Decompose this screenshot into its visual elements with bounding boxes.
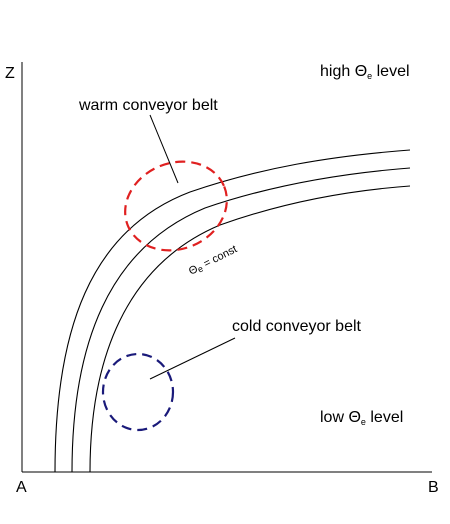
origin-label-a: A bbox=[16, 479, 27, 496]
theta-e-const-label: Θe = const bbox=[187, 243, 240, 278]
cold-conveyor-belt-pointer bbox=[149, 337, 236, 380]
low-theta-e-level-label: low Θe level bbox=[320, 409, 403, 427]
high-theta-e-level-label: high Θe level bbox=[320, 63, 410, 81]
z-axis-label: Z bbox=[5, 65, 15, 82]
warm-conveyor-belt-pointer bbox=[149, 114, 179, 184]
x-end-label-b: B bbox=[428, 479, 439, 496]
isentrope-upper bbox=[54, 149, 411, 473]
cold-conveyor-belt-circle bbox=[101, 352, 175, 432]
isentrope-middle bbox=[71, 167, 411, 473]
cold-conveyor-belt-label: cold conveyor belt bbox=[232, 318, 362, 335]
warm-conveyor-belt-circle bbox=[124, 160, 228, 252]
warm-conveyor-belt-label: warm conveyor belt bbox=[78, 97, 218, 114]
isentrope-lower bbox=[89, 185, 411, 473]
